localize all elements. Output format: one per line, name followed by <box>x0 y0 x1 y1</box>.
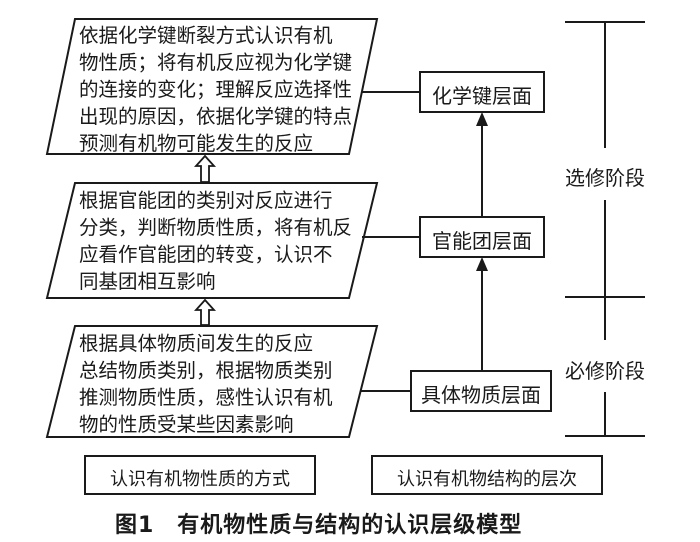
stage-label-elective: 选修阶段 <box>565 166 645 190</box>
text-line: 物的性质受某些因素影响 <box>79 413 294 436</box>
stage-label-compulsory: 必修阶段 <box>565 359 645 383</box>
arrowhead-lower <box>476 257 488 271</box>
arrowhead-upper <box>476 112 488 126</box>
figure-caption: 图1 有机物性质与结构的认识层级模型 <box>115 513 523 538</box>
text-line: 依据化学键断裂方式认识有机 <box>79 24 333 47</box>
parallelogram-functional-group-level <box>45 182 379 299</box>
parallelogram-text-substance: 根据具体物质间发生的反应 总结物质类别，根据物质类别 推测物质性质，感性认识有机… <box>79 330 333 438</box>
legend-label-left: 认识有机物性质的方式 <box>110 469 290 490</box>
legend-box-left <box>84 455 316 495</box>
text-line: 总结物质类别，根据物质类别 <box>79 359 333 382</box>
parallelogram-text-bond: 依据化学键断裂方式认识有机 物性质；将有机反应视为化学键 的连接的变化；理解反应… <box>79 22 352 157</box>
level-label-substance: 具体物质层面 <box>421 383 541 407</box>
parallelogram-bond-level <box>45 18 379 155</box>
text-line: 出现的原因，依据化学键的特点 <box>79 105 353 128</box>
text-line: 同基团相互影响 <box>79 270 216 293</box>
text-line: 物性质；将有机反应视为化学键 <box>79 51 353 74</box>
block-arrow-upper <box>193 154 217 183</box>
text-line: 分类，判断物质性质，将有机反 <box>79 216 353 239</box>
parallelogram-substance-level <box>45 325 379 438</box>
text-line: 预测有机物可能发生的反应 <box>79 132 314 155</box>
text-line: 应看作官能团的转变，认识不 <box>79 243 333 266</box>
legend-box-right <box>371 455 603 495</box>
text-line: 根据官能团的类别对反应进行 <box>79 189 333 212</box>
text-line: 根据具体物质间发生的反应 <box>79 332 314 355</box>
parallelogram-text-functional-group: 根据官能团的类别对反应进行 分类，判断物质性质，将有机反 应看作官能团的转变，认… <box>79 187 352 295</box>
text-line: 推测物质性质，感性认识有机 <box>79 386 333 409</box>
level-label-bond: 化学键层面 <box>432 84 532 108</box>
legend-label-right: 认识有机物结构的层次 <box>397 469 577 490</box>
level-label-functional-group: 官能团层面 <box>432 229 532 253</box>
text-line: 的连接的变化；理解反应选择性 <box>79 78 353 101</box>
block-arrow-lower <box>193 298 217 326</box>
